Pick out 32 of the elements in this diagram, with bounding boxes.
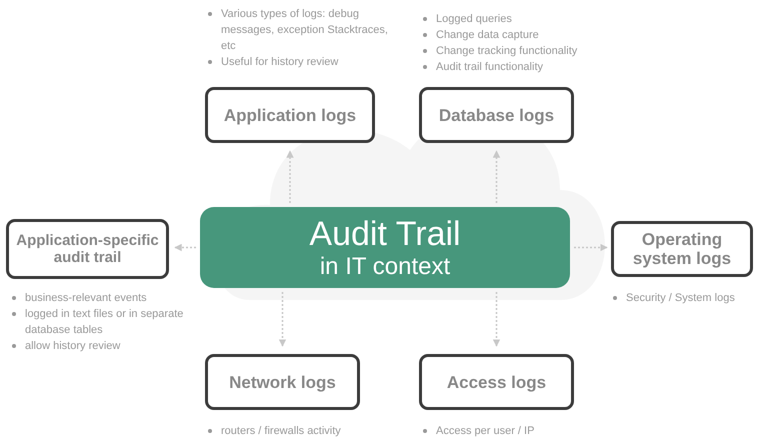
box-label: Network logs xyxy=(229,372,336,392)
central-block xyxy=(200,207,570,288)
bullet-text: Logged queries xyxy=(436,13,512,25)
bullet-text: routers / firewalls activity xyxy=(221,425,341,437)
bullet-text: Change data capture xyxy=(436,29,539,41)
box-label: Application-specific audit trail xyxy=(15,232,160,266)
category-box xyxy=(611,221,753,277)
box-label: Application logs xyxy=(224,106,356,124)
bullet-text: Audit trail functionality xyxy=(436,61,543,73)
dotted-arrow xyxy=(492,150,500,203)
category-box xyxy=(6,219,169,279)
box-label: Access logs xyxy=(446,372,546,392)
box-label: Database logs xyxy=(438,106,554,124)
dotted-arrow xyxy=(174,244,196,252)
dotted-arrow xyxy=(492,292,500,347)
bullet-text: Useful for history review xyxy=(221,56,338,68)
title-text: Audit Trail xyxy=(309,214,461,252)
bullet-text: Various types of logs: debug messages, exception Stacktraces, etc xyxy=(221,8,388,52)
dotted-arrow xyxy=(574,244,608,252)
subtitle-text: in IT context xyxy=(320,252,450,280)
category-box xyxy=(419,354,574,410)
dotted-arrow xyxy=(278,292,286,347)
bullet-text: allow history review xyxy=(25,340,120,352)
bullet-text: Security / System logs xyxy=(626,292,735,304)
bullet-text: Access per user / IP xyxy=(436,425,534,437)
dotted-arrow xyxy=(286,150,294,203)
bullet-text: business-relevant events xyxy=(25,292,147,304)
category-box xyxy=(205,354,360,410)
category-box xyxy=(419,87,574,143)
box-label: Operating system logs xyxy=(632,230,732,268)
category-box xyxy=(205,87,375,143)
bullet-text: Change tracking functionality xyxy=(436,45,578,57)
